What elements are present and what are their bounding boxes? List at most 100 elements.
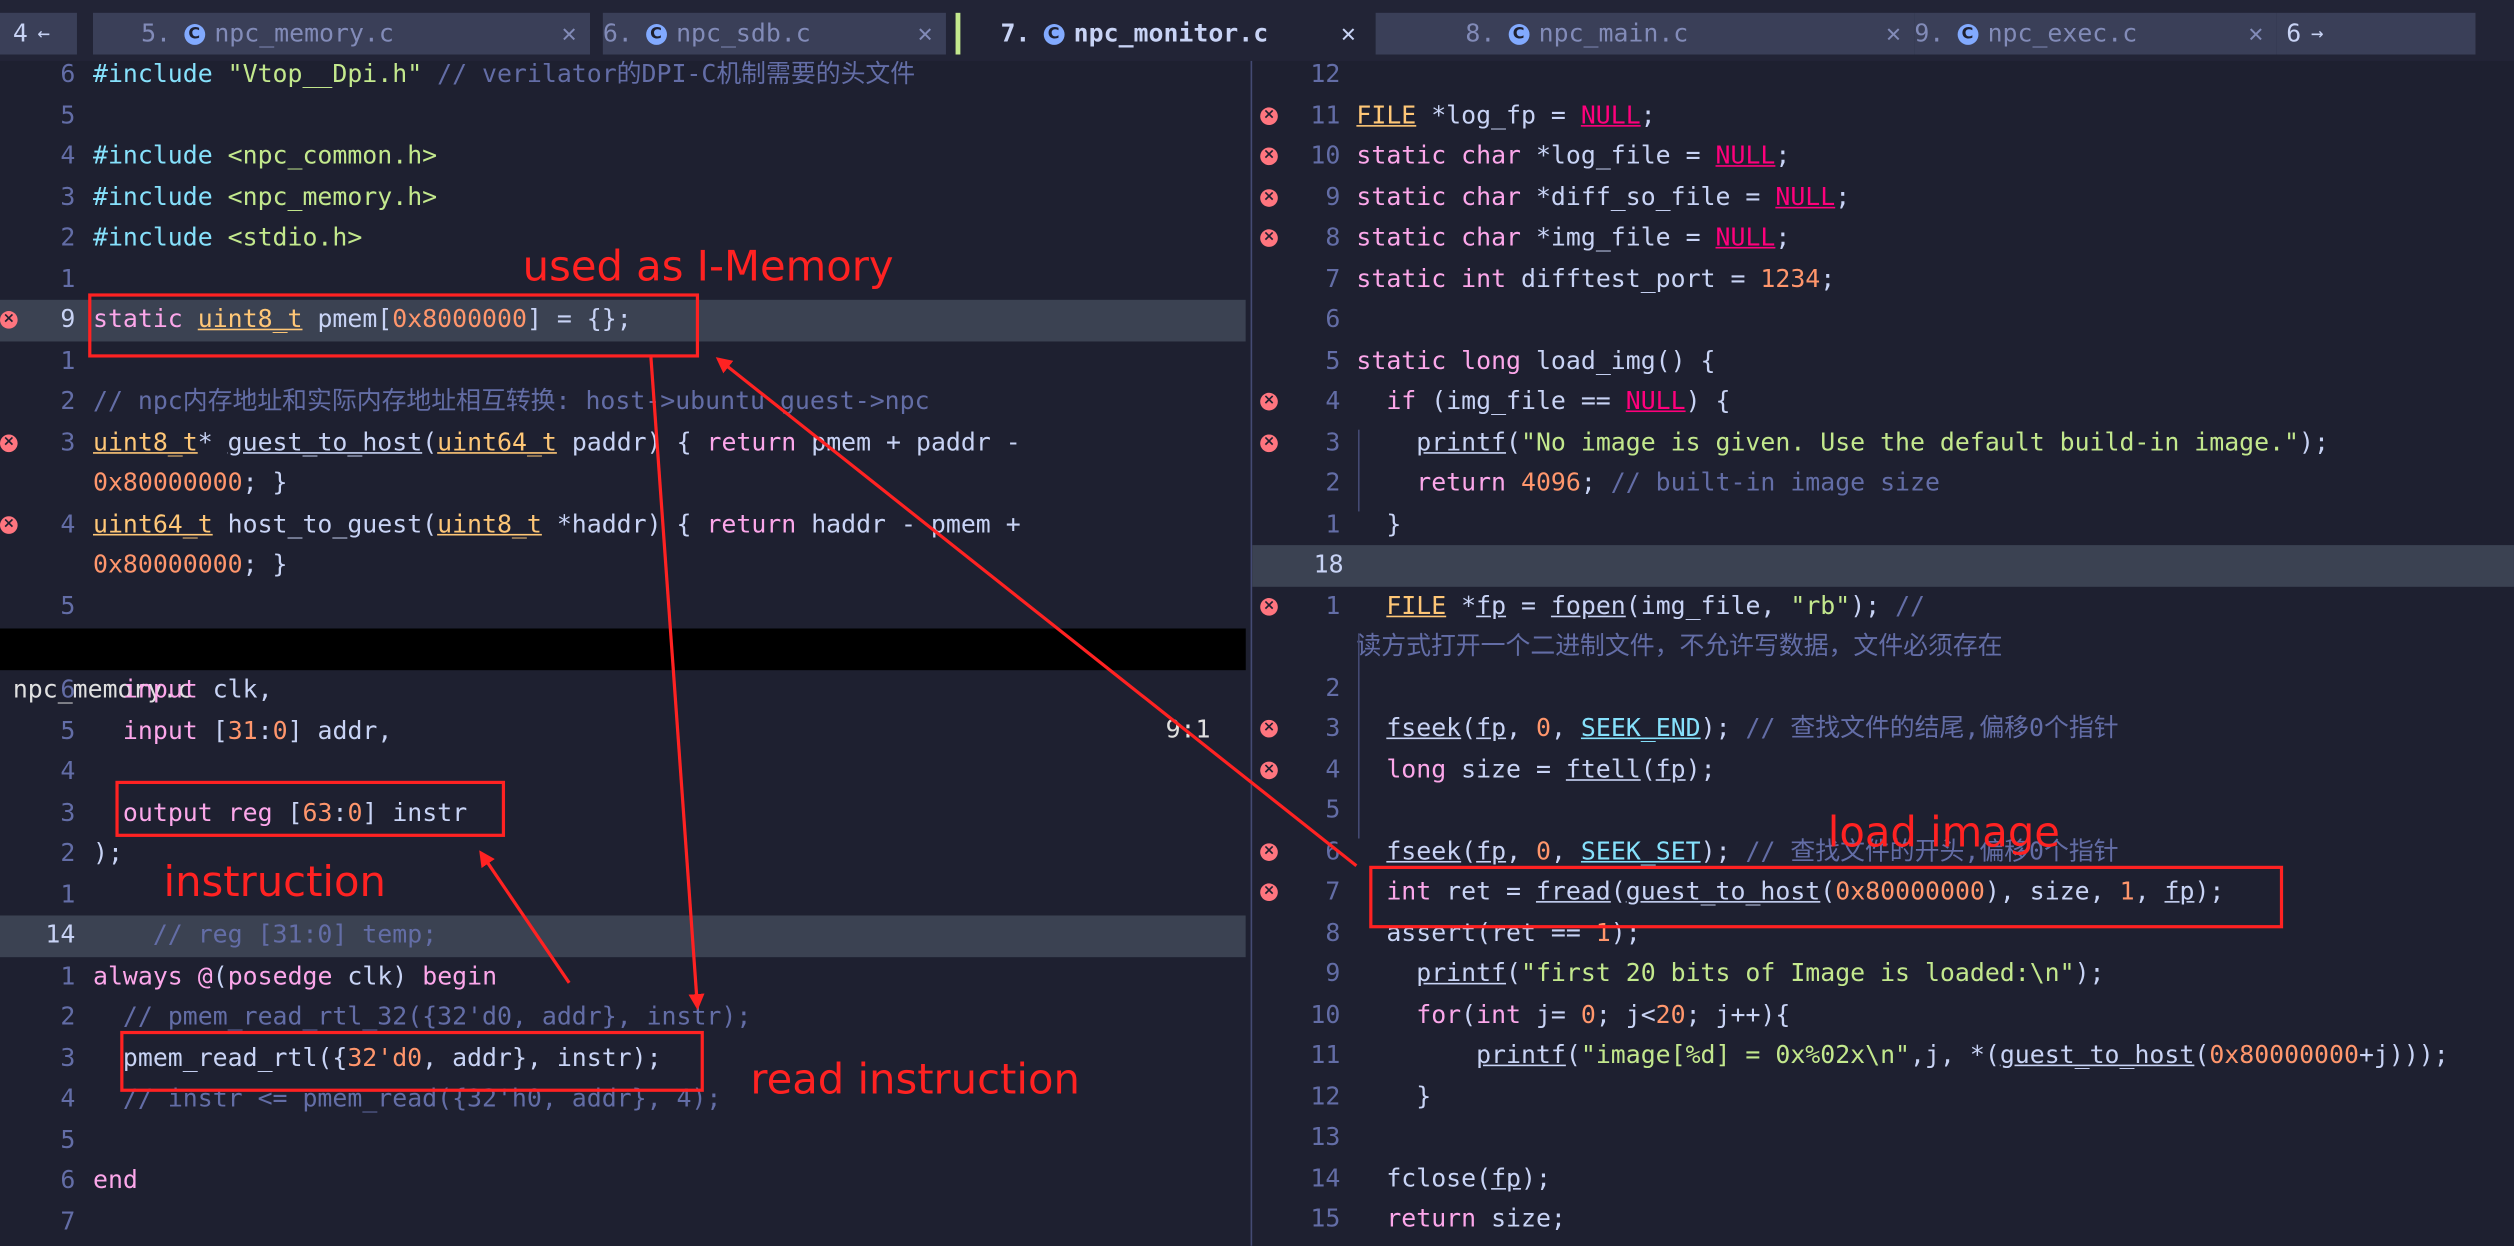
code-line[interactable]: 7 int ret = fread(guest_to_host(0x800000… — [1252, 872, 2514, 913]
code-line[interactable]: 7 — [0, 1202, 1246, 1243]
code-line[interactable]: 4#include <npc_common.h> — [0, 136, 1246, 177]
error-circle-icon[interactable]: × — [1260, 147, 1278, 166]
close-icon[interactable]: ✕ — [1340, 19, 1356, 49]
code-line[interactable]: 2 return 4096; // built-in image size — [1252, 463, 2514, 504]
code-line[interactable]: 0x80000000; } — [0, 545, 1246, 586]
error-circle-icon[interactable]: × — [1260, 392, 1278, 411]
code-text: printf("No image is given. Use the defau… — [1416, 427, 2329, 457]
code-line-cursor[interactable]: 18 — [1252, 545, 2514, 587]
error-circle-icon[interactable]: × — [1260, 106, 1278, 125]
code-line[interactable]: 3 pmem_read_rtl({32'd0, addr}, instr); — [0, 1038, 1246, 1079]
code-text: static char *img_file = NULL; — [1356, 222, 1791, 252]
close-icon[interactable]: ✕ — [1886, 19, 1901, 49]
tab-npc-main[interactable]: 8. C npc_main.c ✕ — [1375, 12, 1915, 55]
code-line[interactable]: 1 } — [1252, 504, 2514, 545]
code-line[interactable]: 3 output reg [63:0] instr — [0, 793, 1246, 834]
highlight-box-pmem — [88, 293, 700, 358]
code-line[interactable]: 2 // pmem_read_rtl_32({32'd0, addr}, ins… — [0, 997, 1246, 1038]
code-line[interactable]: 3 printf("No image is given. Use the def… — [1252, 422, 2514, 463]
code-line[interactable]: 13 — [1252, 1118, 2514, 1159]
tab-npc-sdb[interactable]: 6. C npc_sdb.c ✕ — [602, 12, 946, 55]
code-line[interactable]: 2); — [0, 834, 1246, 875]
code-line[interactable]: 4 if (img_file == NULL) {× — [1252, 382, 2514, 423]
code-line[interactable]: 2#include <stdio.h> — [0, 218, 1246, 259]
close-icon[interactable]: ✕ — [2248, 19, 2264, 49]
code-text: if (img_file == NULL) { — [1386, 386, 1731, 416]
code-line[interactable]: 读方式打开一个二进制文件，不允许写数据，文件必须存在 — [1252, 627, 2514, 668]
line-number: 12 — [1310, 59, 1341, 89]
error-circle-icon[interactable]: × — [1260, 760, 1278, 779]
error-circle-icon[interactable]: × — [1260, 719, 1278, 738]
code-line[interactable]: 8 assert(ret == 1); — [1252, 913, 2514, 954]
tab-npc-monitor[interactable]: 7. C npc_monitor.c ✕ — [1000, 12, 1370, 55]
code-line[interactable]: 12 } — [1252, 1077, 2514, 1118]
code-line[interactable]: 14 fclose(fp); — [1252, 1158, 2514, 1199]
error-circle-icon[interactable]: × — [1260, 188, 1278, 207]
error-circle-icon[interactable]: × — [1260, 433, 1278, 452]
code-line[interactable]: 10 for(int j= 0; j<20; j++){ — [1252, 995, 2514, 1036]
highlight-box-output — [115, 780, 506, 837]
code-text: ); — [92, 838, 123, 868]
line-number: 5 — [60, 590, 76, 620]
tab-npc-memory[interactable]: 5. C npc_memory.c ✕ — [92, 12, 591, 55]
code-text: input clk, — [122, 674, 273, 704]
code-text: printf("first 20 bits of Image is loaded… — [1416, 958, 2105, 988]
code-line[interactable]: 5 — [0, 586, 1246, 627]
close-icon[interactable]: ✕ — [917, 19, 933, 49]
code-line[interactable]: 6#include "Vtop__Dpi.h" // verilator的DPI… — [0, 55, 1246, 96]
code-text: end — [92, 1165, 138, 1195]
code-line[interactable]: 2// npc内存地址和实际内存地址相互转换: host->ubuntu gue… — [0, 382, 1246, 423]
code-line-cursor[interactable]: 14 // reg [31:0] temp; — [0, 915, 1246, 957]
code-text: fclose(fp); — [1356, 1163, 1551, 1193]
code-line[interactable]: 6 input clk, — [0, 670, 1246, 711]
code-line[interactable]: 3 fseek(fp, 0, SEEK_END); // 查找文件的结尾,偏移0… — [1252, 709, 2514, 750]
code-line[interactable]: 1 — [0, 259, 1246, 300]
tab-number: 9. — [1914, 19, 1945, 49]
error-circle-icon[interactable]: × — [0, 515, 18, 534]
code-line[interactable]: 2 — [1252, 668, 2514, 709]
code-line[interactable]: 0x80000000; } — [0, 463, 1246, 504]
error-circle-icon[interactable]: × — [1260, 229, 1278, 247]
tab-npc-exec[interactable]: 9. C npc_exec.c ✕ — [1914, 12, 2277, 55]
code-line[interactable]: 4 long size = ftell(fp);× — [1252, 750, 2514, 791]
code-line[interactable]: 4 — [0, 752, 1246, 793]
code-line[interactable]: 1 — [0, 341, 1246, 382]
line-number: 10 — [1310, 141, 1341, 170]
code-line[interactable]: 5 input [31:0] addr, — [0, 711, 1246, 752]
code-line[interactable]: 9 printf("first 20 bits of Image is load… — [1252, 954, 2514, 995]
tabs-right-overflow[interactable]: 6 → — [2276, 12, 2476, 55]
error-circle-icon[interactable]: × — [1260, 883, 1278, 902]
overflow-count: 4 — [12, 19, 28, 49]
tab-label: npc_main.c — [1538, 19, 1689, 49]
tabs-left-overflow[interactable]: 4 ← — [0, 12, 77, 55]
line-number: 1 — [1325, 509, 1341, 538]
error-circle-icon[interactable]: × — [1260, 842, 1278, 861]
code-line[interactable]: 1 — [0, 875, 1246, 916]
code-line[interactable]: 1 FILE *fp = fopen(img_file, "rb"); //× — [1252, 586, 2514, 627]
code-line[interactable]: 5 — [0, 1120, 1246, 1161]
error-circle-icon[interactable]: × — [0, 433, 18, 452]
code-line[interactable]: 5 — [0, 95, 1246, 136]
error-circle-icon[interactable]: × — [0, 311, 18, 329]
code-line[interactable]: 15 return size; — [1252, 1199, 2514, 1240]
close-icon[interactable]: ✕ — [561, 19, 577, 49]
code-line[interactable]: 12 — [1252, 55, 2514, 96]
code-line[interactable]: 3#include <npc_memory.h> — [0, 177, 1246, 218]
code-text: static int difftest_port = 1234; — [1356, 263, 1836, 293]
code-line[interactable]: 6 — [1252, 300, 2514, 341]
error-circle-icon[interactable]: × — [1260, 597, 1278, 615]
code-line[interactable]: 11 printf("image[%d] = 0x%02x\n",j, *(gu… — [1252, 1036, 2514, 1077]
